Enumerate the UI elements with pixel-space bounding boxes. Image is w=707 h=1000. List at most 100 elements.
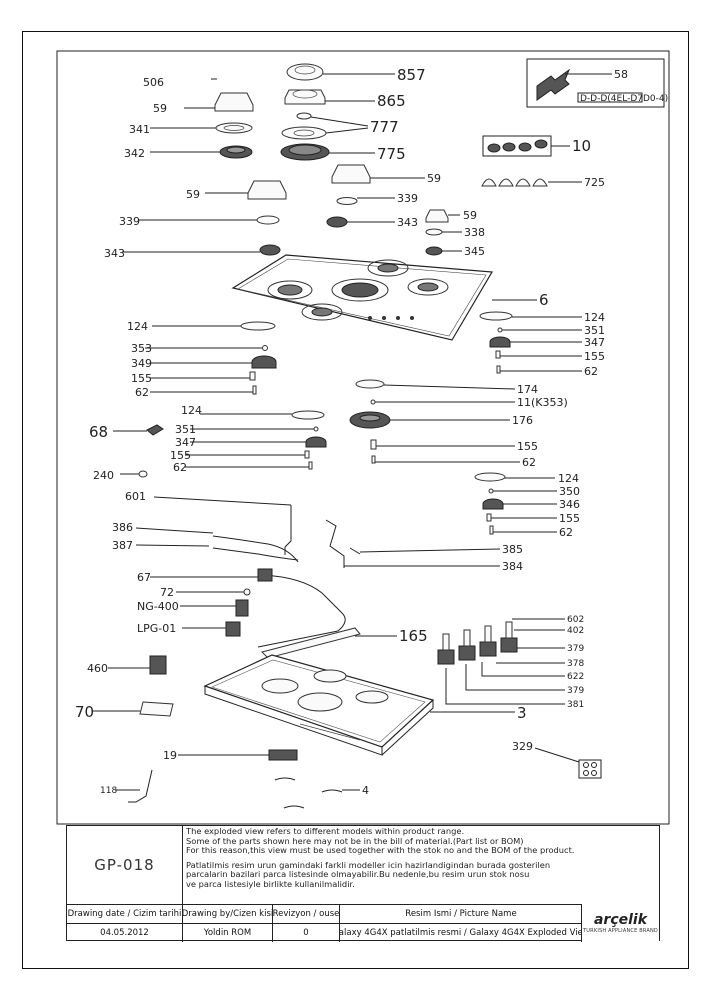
burner-base-347-right [489, 336, 582, 348]
drawing-sheet-border [22, 31, 689, 969]
label-174: 174 [517, 383, 538, 396]
label-59-c: 59 [427, 172, 441, 185]
label-11: 11(K353) [517, 396, 568, 409]
label-381: 381 [567, 700, 584, 710]
label-10: 10 [572, 137, 591, 155]
label-165: 165 [399, 627, 428, 645]
label-70: 70 [75, 703, 94, 721]
value-drawing-by: Yoldin ROM [183, 924, 273, 942]
label-384: 384 [502, 560, 523, 573]
title-block-header-row: Drawing date / Cizim tarihi Drawing by/C… [67, 904, 659, 923]
gasket-174 [355, 379, 516, 390]
header-drawing-date: Drawing date / Cizim tarihi [67, 905, 183, 923]
label-72: 72 [160, 586, 174, 599]
screw-350 [488, 488, 557, 494]
label-339-right: 339 [397, 192, 418, 205]
burner-343-left [122, 244, 281, 256]
gasket-124-left [152, 321, 276, 331]
lpg-connector [182, 621, 241, 637]
nozzle-62-right [496, 365, 582, 374]
gas-valves-379-378 [437, 618, 565, 705]
gas-rail-67 [150, 568, 346, 648]
label-725: 725 [584, 176, 605, 189]
clip-240 [120, 470, 148, 478]
label-59-b: 59 [186, 188, 200, 201]
injector-155-lower [486, 513, 557, 522]
label-378: 378 [567, 659, 584, 669]
pan-support-59-left-top [184, 92, 254, 112]
pan-support-59-right [331, 164, 425, 184]
screw-11 [370, 399, 515, 405]
note-tr-2: parcalarin bazilari parca listesinde olm… [186, 869, 530, 880]
label-338: 338 [464, 226, 485, 239]
value-drawing-date: 04.05.2012 [67, 924, 183, 942]
label-ng-400: NG-400 [137, 600, 179, 613]
burner-base-349 [150, 355, 277, 369]
burner-345 [425, 246, 462, 256]
label-349: 349 [131, 357, 152, 370]
label-62-a: 62 [135, 386, 149, 399]
drawing-code: GP-018 [67, 826, 183, 904]
pan-support-kit-58-box [526, 58, 665, 108]
note-tr-3: ve parca listesiyle birlikte kullanilmal… [186, 878, 355, 889]
burner-base-347-mid [190, 436, 327, 448]
label-118: 118 [100, 786, 117, 796]
label-343-right: 343 [397, 216, 418, 229]
nozzle-62-mid [185, 461, 313, 470]
label-124-a: 124 [127, 320, 148, 333]
label-3: 3 [517, 704, 527, 722]
ring-339-right [336, 197, 395, 205]
burner-342 [150, 145, 253, 159]
bracket-19 [178, 749, 298, 761]
label-155-d: 155 [517, 440, 538, 453]
label-350: 350 [559, 485, 580, 498]
screw-351-mid [190, 426, 319, 432]
label-155-a: 155 [131, 372, 152, 385]
gasket-124-mid [200, 410, 325, 420]
label-62-c: 62 [173, 461, 187, 474]
label-347-a: 347 [584, 336, 605, 349]
label-402: 402 [567, 626, 584, 636]
label-347-b: 347 [175, 436, 196, 449]
burner-body-775 [280, 143, 375, 161]
value-revision: 0 [273, 924, 340, 942]
label-351-a: 351 [584, 324, 605, 337]
label-865: 865 [377, 92, 406, 110]
arcelik-logo: arçelik TURKISH APPLIANCE BRAND [581, 904, 659, 942]
label-506: 506 [143, 76, 164, 89]
label-240: 240 [93, 469, 114, 482]
note-tr-1: Patlatilmis resim urun gamindaki farkli … [186, 859, 551, 870]
label-385: 385 [502, 543, 523, 556]
logo-subtitle: TURKISH APPLIANCE BRAND [583, 928, 658, 934]
burner-base-176 [349, 411, 510, 429]
burner-cap-857 [286, 63, 395, 81]
power-cable-118 [115, 769, 153, 803]
label-155-b: 155 [584, 350, 605, 363]
injector-155-center [370, 439, 515, 450]
label-622: 622 [567, 672, 584, 682]
gas-pipes-386-387 [135, 496, 299, 563]
nozzle-62-center [371, 455, 520, 464]
ring-339-left [138, 215, 280, 225]
label-777: 777 [370, 118, 399, 136]
gas-pipes-385-384 [325, 519, 501, 568]
small-cap-777 [281, 112, 369, 140]
header-drawing-by: Drawing by/Cizen kisi [183, 905, 273, 923]
value-picture-name: Galaxy 4G4X patlatilmis resmi / Galaxy 4… [340, 924, 583, 942]
label-775: 775 [377, 145, 406, 163]
drawing-notes: The exploded view refers to different mo… [183, 826, 659, 904]
header-revision: Revizyon / ouse [273, 905, 340, 923]
title-block-value-row: 04.05.2012 Yoldin ROM 0 Galaxy 4G4X patl… [67, 923, 659, 942]
screw-351-right [497, 327, 582, 333]
label-346: 346 [559, 498, 580, 511]
label-176: 176 [512, 414, 533, 427]
label-58: 58 [614, 68, 628, 81]
label-343-left: 343 [104, 247, 125, 260]
label-857: 857 [397, 66, 426, 84]
connector-72 [176, 588, 251, 596]
label-379-b: 379 [567, 686, 584, 696]
burner-base-346 [482, 498, 557, 510]
label-379-a: 379 [567, 644, 584, 654]
label-62-e: 62 [559, 526, 573, 539]
label-387: 387 [112, 539, 133, 552]
